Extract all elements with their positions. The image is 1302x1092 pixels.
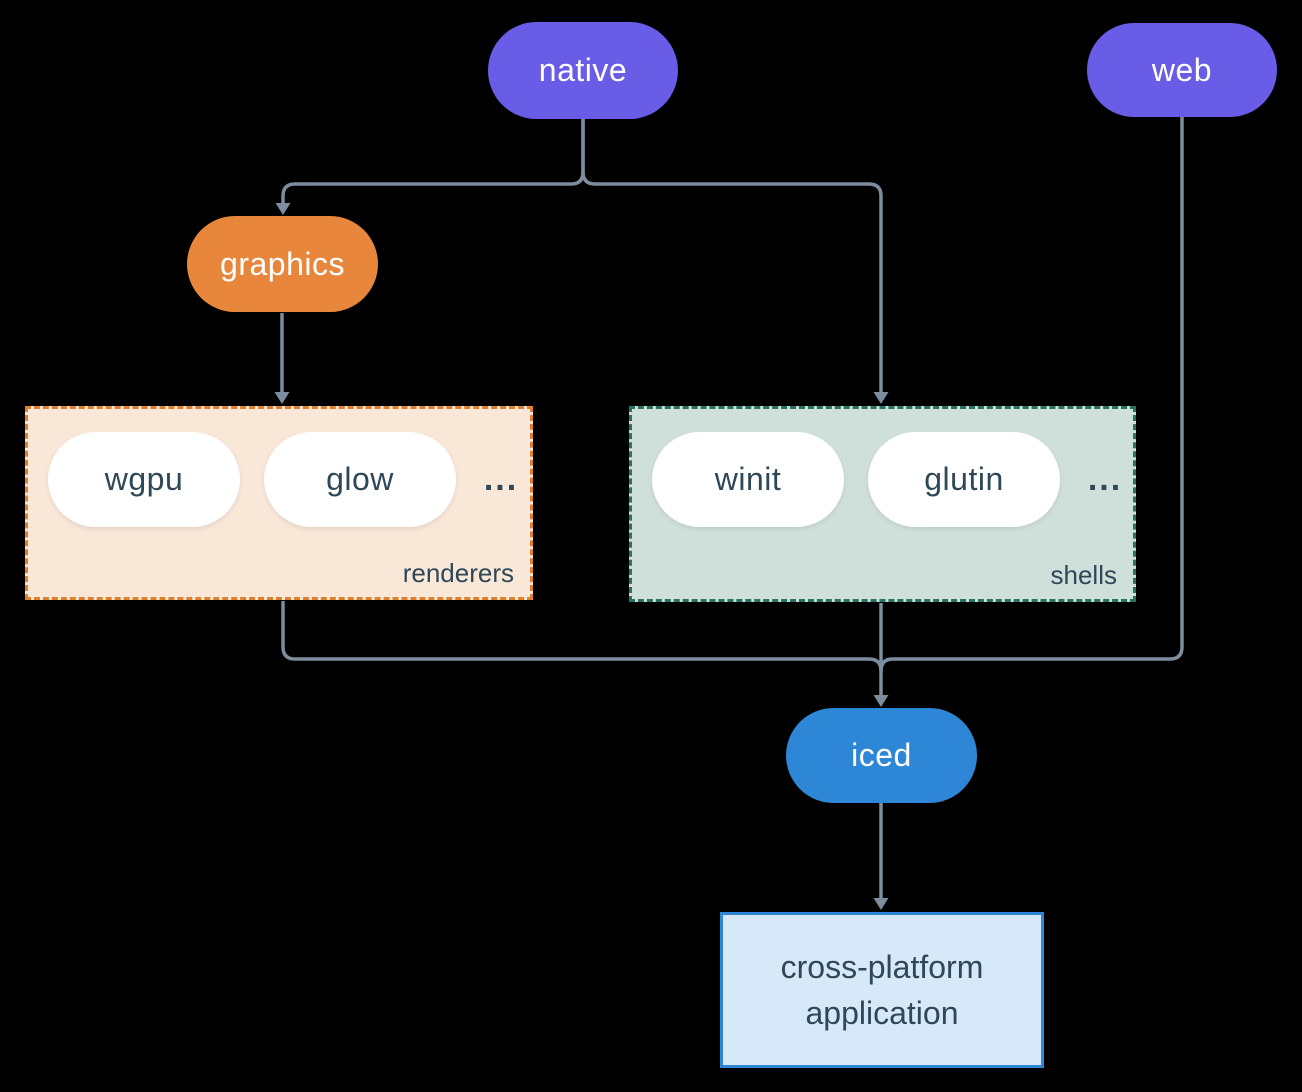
shells-ellipsis: ... [1087, 460, 1123, 498]
node-winit-label: winit [714, 461, 782, 497]
group-renderers: wgpu glow ... renderers [25, 406, 533, 600]
edge-native-shells [581, 119, 883, 393]
shells-group-label: shells [1050, 560, 1117, 590]
node-glutin-label: glutin [924, 461, 1004, 497]
node-glutin: glutin [868, 432, 1060, 527]
node-web: web [1087, 23, 1277, 117]
node-wgpu: wgpu [48, 432, 240, 527]
node-wgpu-label: wgpu [104, 461, 184, 497]
node-iced: iced [786, 708, 977, 803]
node-graphics: graphics [187, 216, 378, 312]
node-glow-label: glow [326, 461, 394, 497]
node-cross-platform-application: cross-platform application [720, 912, 1044, 1068]
node-native-label: native [538, 52, 628, 88]
node-glow: glow [264, 432, 456, 527]
node-native: native [488, 22, 678, 119]
node-iced-label: iced [851, 737, 912, 773]
arrowhead-graphics [275, 203, 291, 215]
node-web-label: web [1151, 51, 1213, 88]
node-app-label: cross-platform application [780, 948, 984, 1031]
renderers-ellipsis: ... [483, 460, 519, 498]
arrowhead-renderers [274, 392, 290, 404]
arrowhead-iced [873, 695, 889, 707]
edge-renderers-junction [281, 601, 883, 672]
arrowhead-shells [873, 392, 889, 404]
arrowhead-app [873, 898, 889, 910]
group-shells: winit glutin ... shells [629, 406, 1136, 602]
edge-native-graphics [281, 119, 585, 204]
node-graphics-label: graphics [220, 245, 345, 282]
node-winit: winit [652, 432, 844, 527]
renderers-group-label: renderers [402, 558, 514, 588]
